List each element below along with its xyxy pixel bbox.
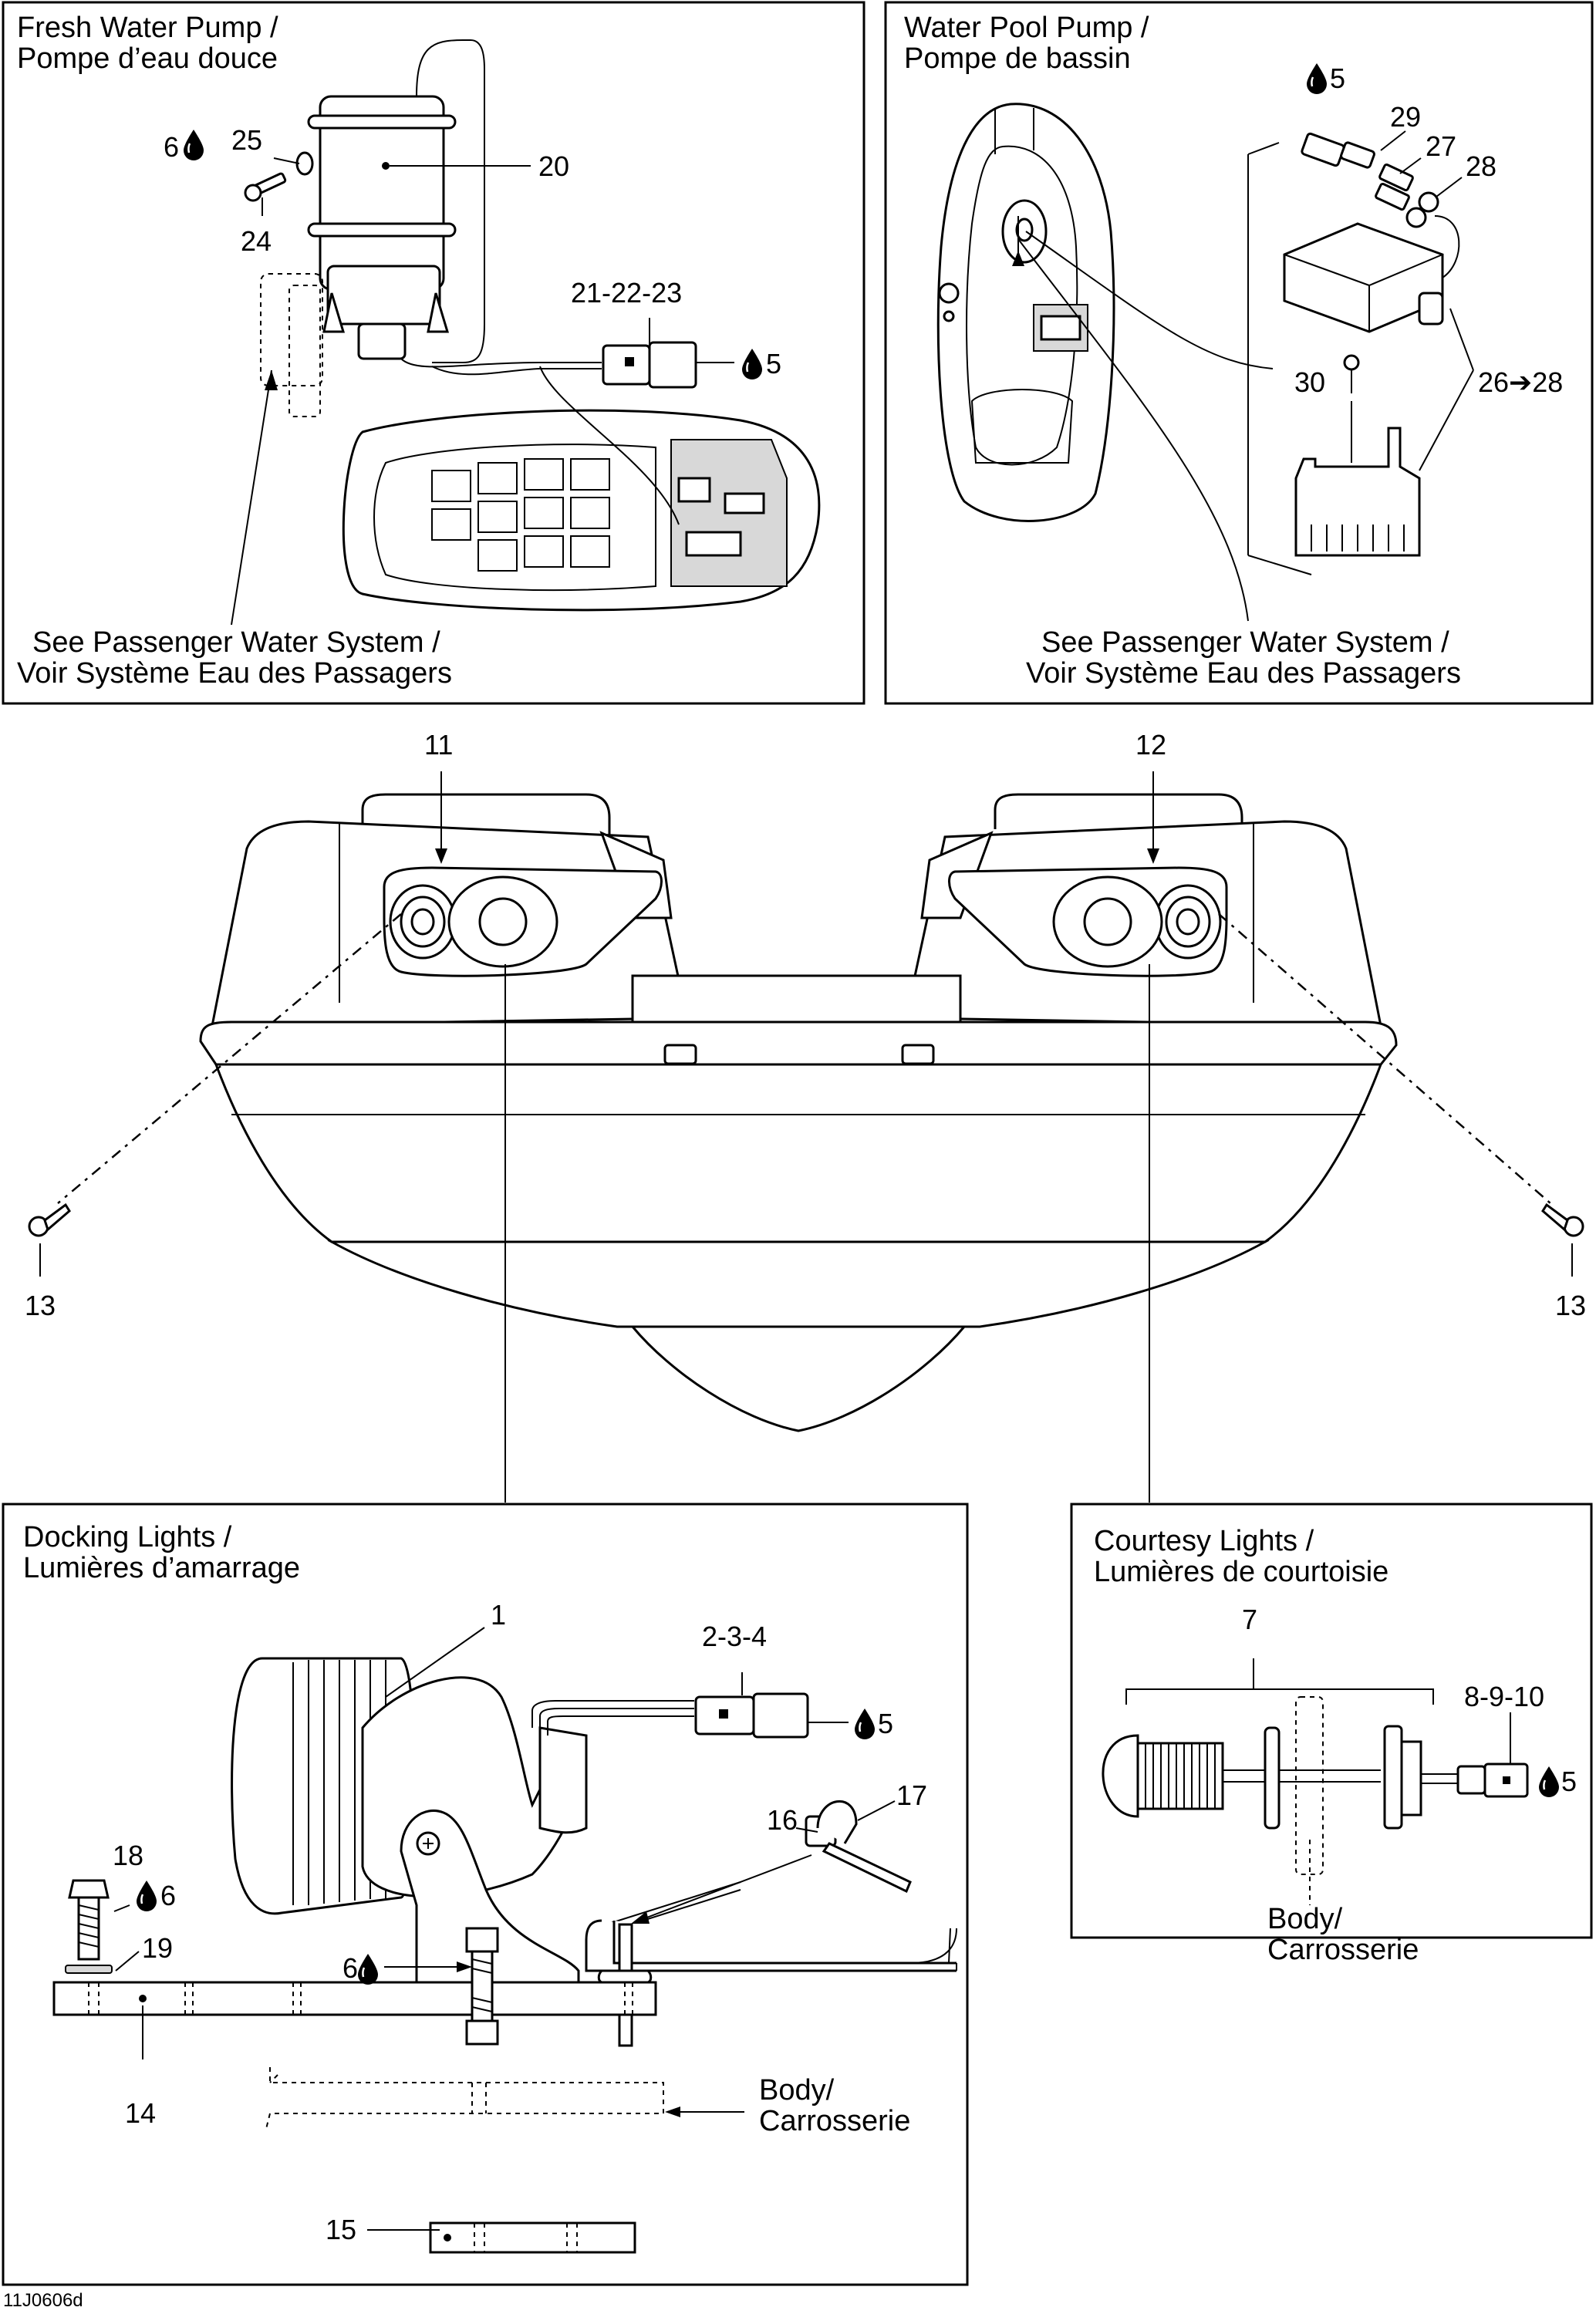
- pool-pump-title-en: Water Pool Pump /: [904, 12, 1149, 44]
- boat-rear-view: [199, 793, 1398, 1432]
- callout-5-courtesy: 5: [1561, 1766, 1577, 1797]
- callout-17: 17: [896, 1779, 927, 1811]
- callout-8-9-10: 8-9-10: [1464, 1681, 1544, 1712]
- cable-clamp: [597, 1923, 653, 2047]
- callout-5-fresh: 5: [766, 348, 781, 379]
- callout-13-right: 13: [1555, 1290, 1586, 1321]
- fresh-water-pump: [307, 39, 485, 363]
- docking-title-fr: Lumières d’amarrage: [23, 1552, 300, 1584]
- callout-26-28: 26➔28: [1478, 366, 1563, 398]
- courtesy-body-en: Body/: [1267, 1903, 1343, 1935]
- callout-7: 7: [1242, 1604, 1257, 1635]
- courtesy-light-assembly: [1102, 1696, 1458, 1875]
- docking-title-en: Docking Lights /: [23, 1521, 232, 1553]
- fresh-water-note-fr: Voir Système Eau des Passagers: [17, 657, 452, 690]
- callout-25: 25: [231, 124, 262, 156]
- diagram-code: 11J0606d: [3, 2290, 83, 2311]
- callout-15: 15: [326, 2214, 356, 2245]
- screw-13-right: [1541, 1203, 1584, 1237]
- washer-19: [65, 1965, 113, 1974]
- drop-icon: [742, 349, 762, 379]
- drop-icon: [358, 1954, 378, 1985]
- screw-13-left: [28, 1203, 71, 1237]
- panel-water-pool-pump: Water Pool Pump / Pompe de bassin: [884, 1, 1594, 705]
- callout-16: 16: [767, 1804, 798, 1836]
- fresh-water-title-fr: Pompe d’eau douce: [17, 42, 278, 75]
- callout-27: 27: [1426, 130, 1456, 162]
- callout-14: 14: [125, 2097, 156, 2129]
- callout-20: 20: [538, 150, 569, 182]
- drop-icon: [1539, 1766, 1559, 1797]
- pool-pump-note-en: See Passenger Water System /: [1041, 626, 1449, 659]
- callout-1: 1: [491, 1599, 506, 1631]
- watercraft-top-view-vertical: [936, 103, 1115, 522]
- courtesy-title-en: Courtesy Lights /: [1094, 1525, 1314, 1557]
- panel-fresh-water-pump: Fresh Water Pump / Pompe d’eau douce: [2, 1, 865, 705]
- pool-pump-note-fr: Voir Système Eau des Passagers: [1026, 657, 1461, 690]
- pool-pump-box: [1283, 215, 1460, 333]
- callout-24: 24: [241, 225, 272, 257]
- connector-21-22-23: [602, 341, 697, 389]
- callout-29: 29: [1390, 101, 1421, 133]
- callout-2-3-4: 2-3-4: [702, 1621, 767, 1652]
- callout-6-fresh: 6: [164, 131, 179, 163]
- terminal-27: [1375, 163, 1414, 211]
- panel-docking-lights: Docking Lights / Lumières d’amarrage: [2, 1503, 969, 2286]
- panel-courtesy-lights: Courtesy Lights / Lumières de courtoisie…: [1070, 1503, 1593, 1966]
- backing-plate-15: [429, 2221, 636, 2254]
- mounting-plate-14: [52, 1981, 657, 2016]
- courtesy-title-fr: Lumières de courtoisie: [1094, 1556, 1388, 1588]
- fresh-water-title-en: Fresh Water Pump /: [17, 12, 278, 44]
- callout-11: 11: [424, 729, 453, 761]
- screw-30: [1343, 354, 1360, 393]
- connector-2-3-4: [694, 1692, 809, 1739]
- callout-12: 12: [1135, 729, 1166, 761]
- bolt-18: [68, 1879, 110, 1961]
- cable-tie-16-17: [805, 1800, 912, 1894]
- drop-icon: [184, 130, 204, 160]
- callout-28: 28: [1466, 150, 1496, 182]
- drop-icon: [1307, 63, 1327, 94]
- docking-body-en: Body/: [759, 2074, 835, 2107]
- fresh-water-note-en: See Passenger Water System /: [32, 626, 440, 659]
- docking-lamp-bracket: [400, 1809, 580, 1984]
- strainer-basket: [1294, 427, 1421, 557]
- callout-5-pool: 5: [1330, 62, 1345, 94]
- callout-6-stud: 6: [342, 1952, 358, 1984]
- watercraft-top-view: [342, 409, 821, 612]
- screw-24: [244, 172, 287, 202]
- docking-body-fr: Carrosserie: [759, 2105, 910, 2137]
- callout-6-bolt: 6: [160, 1880, 176, 1911]
- seal-28: [1405, 191, 1439, 228]
- connector-8-9-10: [1456, 1762, 1529, 1798]
- callout-30: 30: [1294, 366, 1325, 398]
- callout-21-22-23: 21-22-23: [571, 277, 682, 309]
- callout-18: 18: [113, 1840, 143, 1871]
- callout-13-left: 13: [25, 1290, 56, 1321]
- pool-pump-title-fr: Pompe de bassin: [904, 42, 1131, 75]
- stud-nut: [465, 1927, 499, 2046]
- callout-5-docking: 5: [878, 1708, 893, 1739]
- courtesy-body-fr: Carrosserie: [1267, 1934, 1419, 1966]
- drop-icon: [855, 1709, 875, 1739]
- callout-19: 19: [142, 1932, 173, 1964]
- connector-29: [1301, 132, 1375, 169]
- drop-icon: [137, 1881, 157, 1911]
